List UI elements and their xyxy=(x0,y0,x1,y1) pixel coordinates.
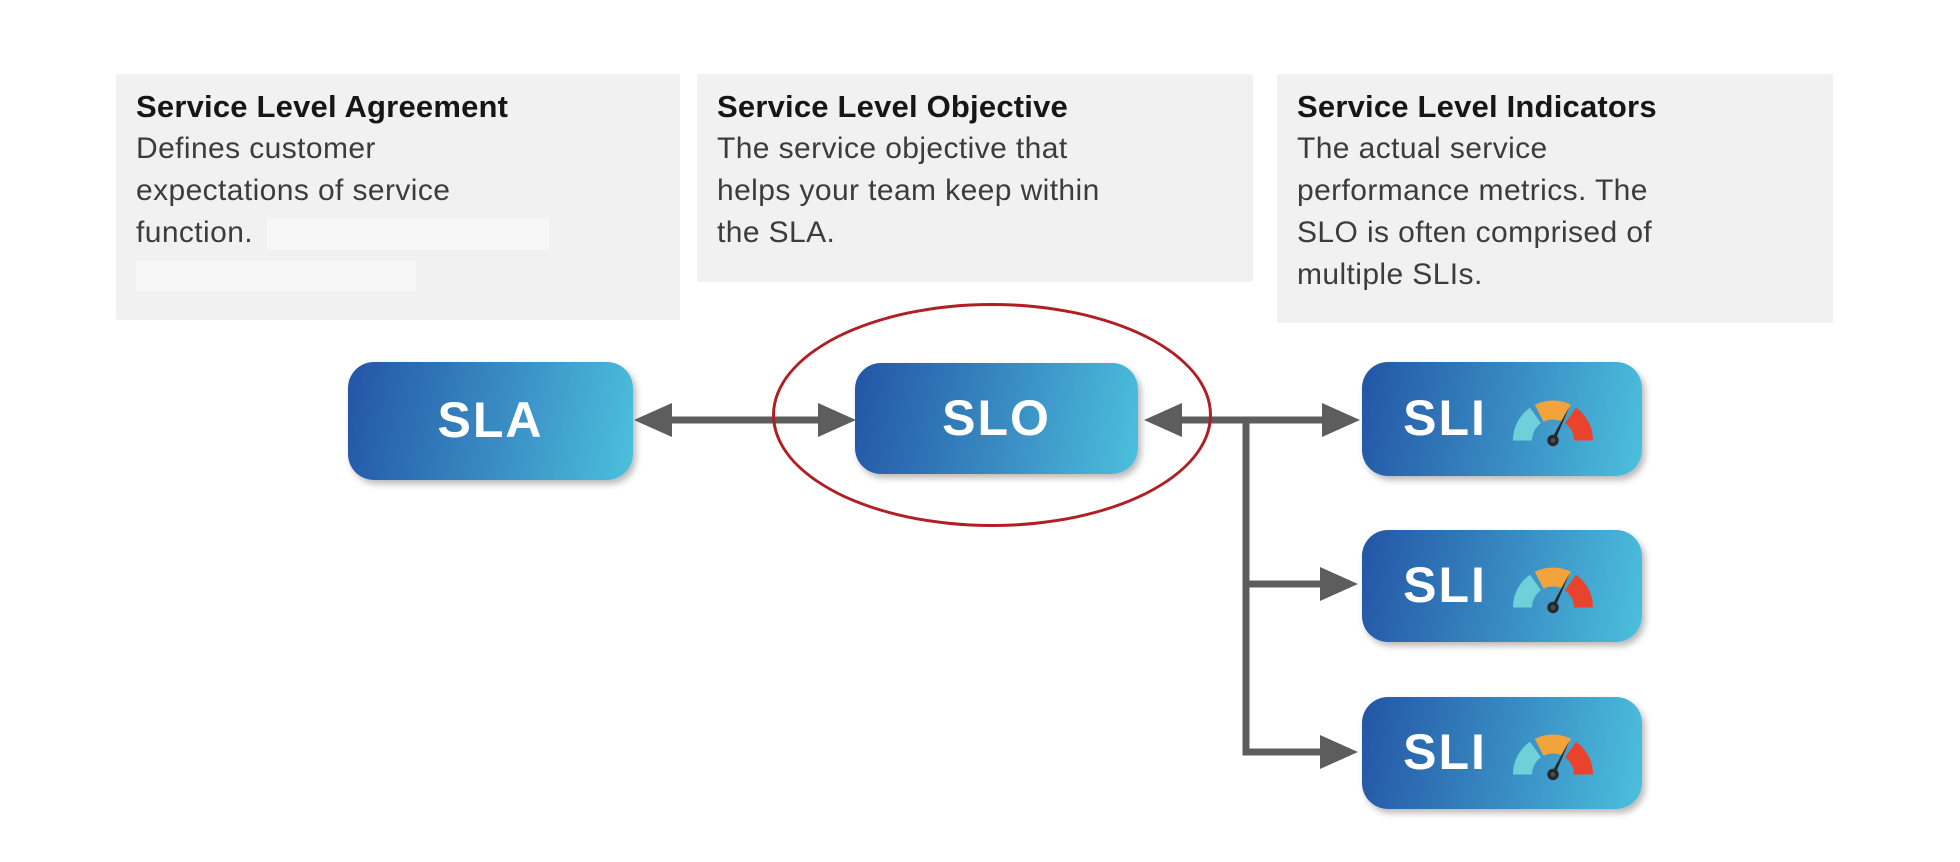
node-sli-3: SLI xyxy=(1362,697,1642,809)
card-title: Service Level Indicators xyxy=(1297,89,1657,124)
card-title: Service Level Objective xyxy=(717,89,1068,124)
node-label: SLA xyxy=(437,392,544,448)
arrow-slo-sli1-line xyxy=(1178,416,1326,424)
arrow-sla-slo-line xyxy=(668,416,822,424)
node-label: SLI xyxy=(1403,390,1487,446)
gauge-icon xyxy=(1512,567,1593,613)
card-service-level-indicators: Service Level Indicators The actual serv… xyxy=(1277,74,1833,323)
card-body-line: Defines customer xyxy=(136,132,376,165)
redacted-text-bar xyxy=(267,218,550,251)
arrowhead-left-to-sla xyxy=(634,403,672,437)
redacted-text-bar xyxy=(136,261,416,291)
card-body-line: helps your team keep within xyxy=(717,174,1100,207)
gauge-icon xyxy=(1512,400,1593,446)
arrowhead-right-to-sli2 xyxy=(1320,567,1358,601)
arrow-branch-sli3-line xyxy=(1242,748,1323,756)
arrowhead-right-to-slo xyxy=(818,403,856,437)
card-body-line: The actual service xyxy=(1297,132,1548,165)
card-body-line: multiple SLIs. xyxy=(1297,258,1483,291)
arrowhead-left-to-slo xyxy=(1144,403,1182,437)
card-body-line: The service objective that xyxy=(717,132,1068,165)
node-slo: SLO xyxy=(855,363,1138,474)
card-service-level-agreement: Service Level Agreement Defines customer… xyxy=(116,74,680,320)
arrow-branch-sli2-line xyxy=(1242,580,1323,588)
node-label: SLO xyxy=(942,389,1051,446)
node-sli-1: SLI xyxy=(1362,362,1642,476)
card-body-line: expectations of service xyxy=(136,174,451,207)
node-label: SLI xyxy=(1403,724,1487,780)
card-body-line: the SLA. xyxy=(717,216,836,249)
card-body-line: SLO is often comprised of xyxy=(1297,216,1653,249)
card-body-line: performance metrics. The xyxy=(1297,174,1648,207)
card-body-line: function. xyxy=(136,212,660,254)
node-sli-2: SLI xyxy=(1362,530,1642,642)
node-sla: SLA xyxy=(348,362,633,480)
card-service-level-objective: Service Level Objective The service obje… xyxy=(697,74,1253,282)
arrowhead-right-to-sli3 xyxy=(1320,735,1358,769)
node-label: SLI xyxy=(1403,557,1487,613)
arrowhead-right-to-sli1 xyxy=(1322,403,1360,437)
gauge-icon xyxy=(1512,734,1593,780)
card-title: Service Level Agreement xyxy=(136,89,509,124)
